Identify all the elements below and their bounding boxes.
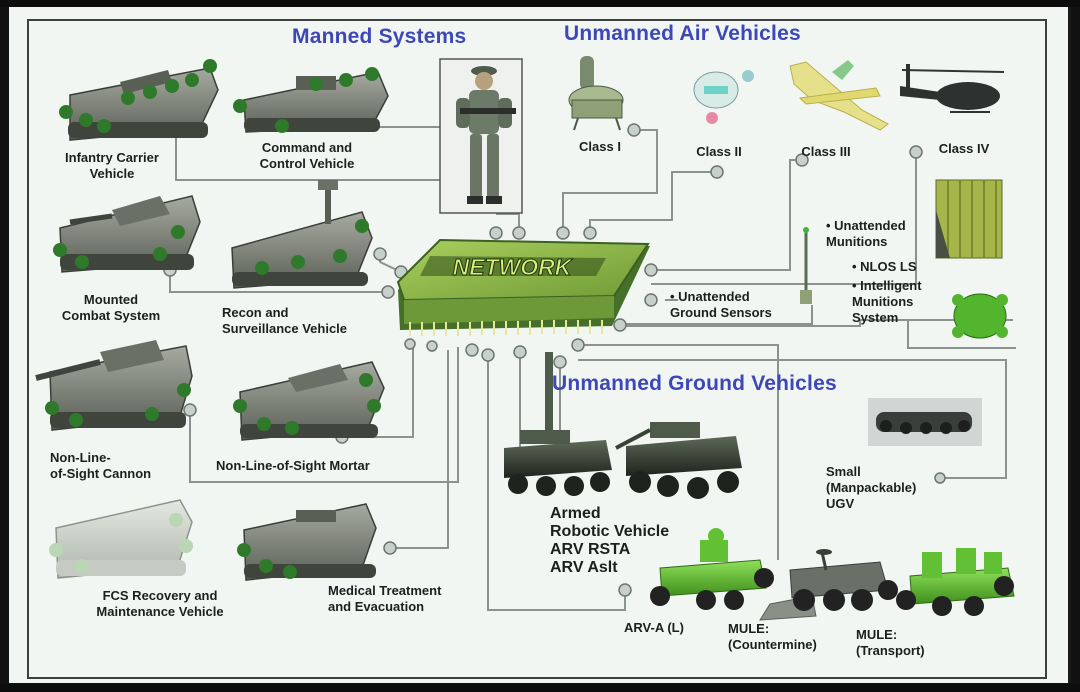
label-mounted-combat: Mounted Combat System bbox=[61, 292, 161, 323]
node-nlos-cannon bbox=[183, 403, 197, 417]
manned-systems-title: Manned Systems bbox=[292, 25, 467, 48]
label-uav-class-4: Class IV bbox=[938, 141, 990, 156]
unmanned-ground-vehicles-title: Unmanned Ground Vehicles bbox=[552, 372, 837, 395]
node-chip-top-2 bbox=[512, 226, 526, 240]
node-recon bbox=[373, 247, 387, 261]
label-mule-countermine: MULE: (Countermine) bbox=[728, 621, 817, 652]
mule-countermine-image bbox=[759, 549, 898, 621]
label-medical: Medical Treatment and Evacuation bbox=[328, 583, 442, 614]
node-small-ugv bbox=[934, 472, 946, 484]
soldier-figure bbox=[439, 58, 523, 214]
node-chip-top-1 bbox=[489, 226, 503, 240]
node-chip-pin-a bbox=[404, 338, 416, 350]
node-chip-right-2 bbox=[644, 293, 658, 307]
label-armed-robotic-vehicle: Armed Robotic Vehicle ARV RSTA ARV Aslt bbox=[550, 505, 670, 576]
ground-sensor-image bbox=[800, 227, 812, 304]
command-control-vehicle-image bbox=[233, 67, 389, 133]
intelligent-munitions-image bbox=[952, 293, 1008, 339]
label-uav-class-1: Class I bbox=[579, 139, 621, 154]
node-chip-top-3 bbox=[556, 226, 570, 240]
armed-robotic-vehicle-rsta-image bbox=[504, 352, 612, 496]
uav-class-3-image bbox=[789, 60, 889, 131]
unmanned-air-vehicles-title: Unmanned Air Vehicles bbox=[564, 22, 801, 45]
node-chip-right-3 bbox=[613, 318, 627, 332]
node-class-3 bbox=[795, 153, 809, 167]
mule-transport-image bbox=[896, 548, 1015, 616]
armed-robotic-vehicle-assault-image bbox=[615, 422, 742, 499]
label-arv-a-l: ARV-A (L) bbox=[624, 620, 684, 635]
medical-evacuation-vehicle-image bbox=[237, 503, 377, 581]
nlos-mortar-image bbox=[233, 361, 385, 441]
node-chip-bottom-2 bbox=[481, 348, 495, 362]
label-ground-sensors: • Unattended Ground Sensors bbox=[670, 289, 772, 320]
bottom-black-bar bbox=[0, 684, 1080, 692]
node-chip-bottom-3 bbox=[513, 345, 527, 359]
label-uav-class-2: Class II bbox=[696, 144, 742, 159]
infantry-carrier-vehicle-image bbox=[59, 59, 219, 141]
label-nlos-mortar: Non-Line-of-Sight Mortar bbox=[216, 458, 370, 473]
diagram-frame bbox=[27, 19, 1047, 679]
label-small-ugv: Small (Manpackable) UGV bbox=[826, 464, 917, 511]
network-chip: NETWORK bbox=[396, 238, 650, 336]
node-class-1 bbox=[627, 123, 641, 137]
uav-class-4-image bbox=[900, 64, 1005, 113]
small-ugv-image bbox=[868, 398, 982, 446]
node-chip-bottom-1 bbox=[465, 343, 479, 357]
top-black-bar bbox=[0, 0, 1080, 7]
node-arv-a-l bbox=[618, 583, 632, 597]
node-chip-right-1 bbox=[644, 263, 658, 277]
node-chip-bottom-5 bbox=[553, 355, 567, 369]
label-infantry-carrier: Infantry Carrier Vehicle bbox=[65, 150, 159, 181]
label-nlos-ls: • NLOS LS bbox=[852, 259, 917, 274]
label-uav-class-3: Class III bbox=[801, 144, 851, 159]
arv-a-l-image bbox=[650, 528, 774, 610]
node-chip-top-4 bbox=[583, 226, 597, 240]
node-chip-left-1 bbox=[381, 285, 395, 299]
uav-class-2-image bbox=[693, 70, 754, 124]
mounted-combat-system-image bbox=[53, 195, 201, 273]
recon-surveillance-vehicle-image bbox=[231, 180, 373, 289]
node-chip-bottom-4 bbox=[571, 338, 585, 352]
nlos-ls-launcher-image bbox=[935, 179, 1003, 259]
network-label: NETWORK bbox=[453, 254, 573, 280]
label-recovery-maintenance: FCS Recovery and Maintenance Vehicle bbox=[96, 588, 224, 619]
label-intelligent-munitions: • Intelligent Munitions System bbox=[852, 278, 922, 325]
recovery-maintenance-vehicle-image bbox=[49, 499, 193, 579]
label-mule-transport: MULE: (Transport) bbox=[856, 627, 925, 658]
uav-class-1-image bbox=[568, 56, 624, 131]
nlos-cannon-image bbox=[35, 340, 193, 431]
node-class-4 bbox=[909, 145, 923, 159]
label-recon-surveillance: Recon and Surveillance Vehicle bbox=[222, 305, 348, 336]
label-unattended-munitions: • Unattended Munitions bbox=[826, 218, 906, 249]
network-links bbox=[169, 121, 1016, 611]
node-class-2 bbox=[710, 165, 724, 179]
node-chip-pin-b bbox=[426, 340, 438, 352]
node-medical bbox=[383, 541, 397, 555]
label-command-control: Command and Control Vehicle bbox=[259, 140, 355, 171]
label-nlos-cannon: Non-Line- of-Sight Cannon bbox=[50, 450, 152, 481]
